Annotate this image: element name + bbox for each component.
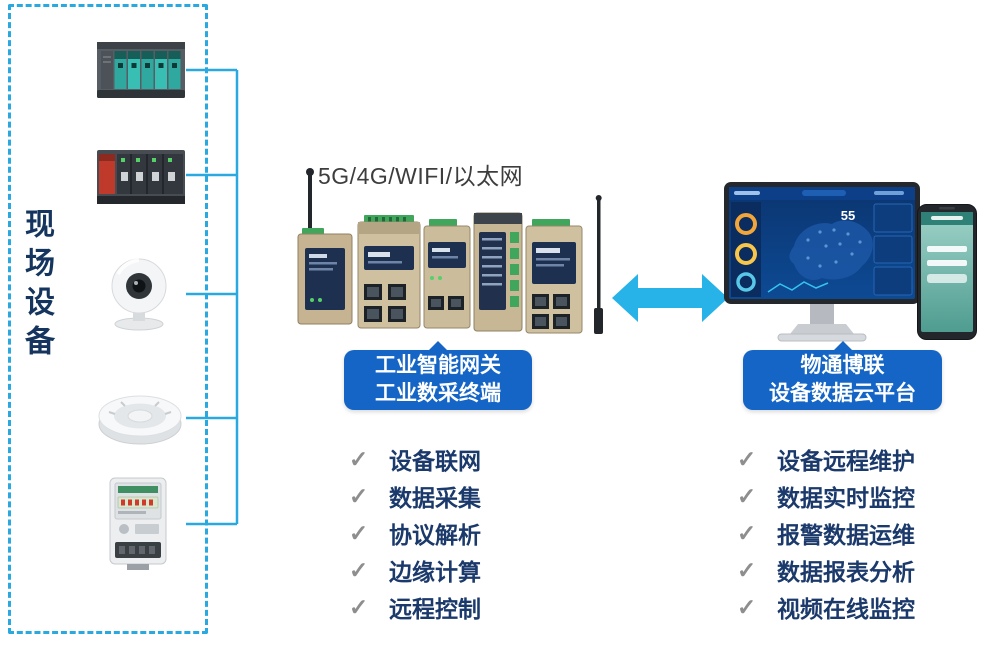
platform-feature-list: ✓ 设备远程维护 ✓ 数据实时监控 ✓ 报警数据运维 ✓ 数据报表分析 ✓ 视频…	[737, 445, 982, 622]
antenna-icon	[594, 195, 603, 334]
feature-row: ✓ 远程控制	[349, 593, 579, 622]
feature-label: 设备远程维护	[777, 448, 915, 474]
feature-label: 远程控制	[389, 596, 481, 622]
gateway-feature-list: ✓ 设备联网 ✓ 数据采集 ✓ 协议解析 ✓ 边缘计算 ✓ 远程控制	[349, 445, 579, 622]
check-icon: ✓	[737, 482, 757, 509]
platform-badge: 物通博联 设备数据云平台	[743, 341, 942, 410]
gateway-module	[473, 212, 523, 332]
check-icon: ✓	[737, 556, 757, 583]
badge-pointer	[833, 341, 852, 350]
feature-label: 协议解析	[389, 522, 481, 548]
ip-camera-image	[111, 258, 167, 331]
feature-row: ✓ 数据报表分析	[737, 556, 982, 585]
gateway-badge-line2: 工业数采终端	[375, 382, 501, 405]
feature-row: ✓ 边缘计算	[349, 556, 579, 585]
check-icon: ✓	[737, 445, 757, 472]
feature-label: 报警数据运维	[777, 522, 915, 548]
feature-row: ✓ 设备远程维护	[737, 445, 982, 474]
feature-row: ✓ 数据实时监控	[737, 482, 982, 511]
check-icon: ✓	[349, 519, 369, 546]
energy-meter-image	[109, 477, 167, 570]
gateway-badge: 工业智能网关 工业数采终端	[344, 341, 532, 410]
connectivity-label: 5G/4G/WIFI/以太网	[318, 163, 524, 189]
check-icon: ✓	[737, 593, 757, 620]
gateway-devices-image	[297, 168, 603, 334]
plc-rack-dark-image	[97, 150, 185, 204]
bidirectional-arrow-icon	[612, 274, 728, 322]
gateway-module	[297, 228, 353, 325]
check-icon: ✓	[349, 556, 369, 583]
check-icon: ✓	[349, 445, 369, 472]
field-devices-label: 现场设备	[20, 208, 53, 364]
dashboard-monitor-image: 55	[724, 182, 920, 342]
check-icon: ✓	[737, 519, 757, 546]
smoke-detector-image	[98, 395, 182, 445]
feature-label: 数据采集	[389, 485, 481, 511]
feature-row: ✓ 协议解析	[349, 519, 579, 548]
feature-label: 数据报表分析	[777, 559, 915, 585]
feature-label: 设备联网	[389, 448, 481, 474]
feature-row: ✓ 报警数据运维	[737, 519, 982, 548]
feature-label: 视频在线监控	[777, 596, 915, 622]
device-connector-lines	[186, 68, 239, 526]
antenna-icon	[306, 168, 314, 236]
gateway-badge-line1: 工业智能网关	[375, 353, 501, 377]
gateway-module	[525, 219, 583, 334]
feature-label: 边缘计算	[389, 559, 481, 585]
mobile-app-image	[917, 204, 977, 340]
gateway-module	[357, 215, 421, 329]
badge-pointer	[429, 341, 447, 350]
check-icon: ✓	[349, 482, 369, 509]
field-devices-frame	[8, 4, 208, 634]
feature-row: ✓ 视频在线监控	[737, 593, 982, 622]
plc-rack-teal-image	[97, 42, 185, 98]
platform-badge-line1: 物通博联	[800, 353, 885, 377]
feature-label: 数据实时监控	[777, 485, 915, 511]
feature-row: ✓ 数据采集	[349, 482, 579, 511]
gateway-module	[423, 219, 471, 329]
platform-badge-line2: 设备数据云平台	[769, 382, 916, 405]
dashboard-kpi-value: 55	[841, 208, 855, 223]
check-icon: ✓	[349, 593, 369, 620]
feature-row: ✓ 设备联网	[349, 445, 579, 474]
